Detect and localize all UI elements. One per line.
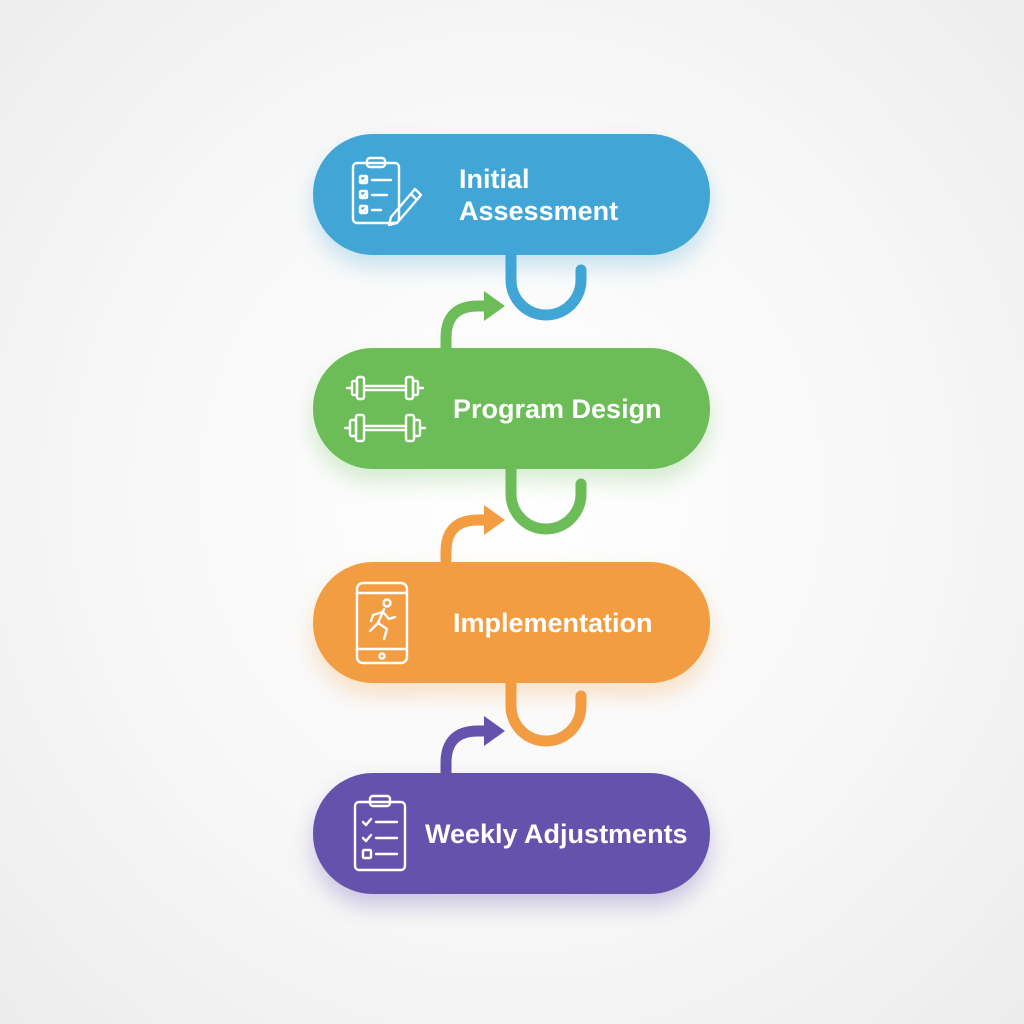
step-label: Program Design [453,393,662,424]
connector-1-hook [505,250,587,321]
step-label: Weekly Adjustments [425,818,688,849]
step-label: Implementation [453,607,653,638]
clipboard-pencil-icon [343,153,427,237]
connector-2-hook [505,463,587,535]
step-program-design: Program Design [313,348,710,469]
checklist-clipboard-icon [343,792,427,876]
connector-3-hook [505,677,587,747]
connector-3 [440,677,587,779]
step-initial-assessment: Initial Assessment [313,134,710,255]
connector-1 [440,250,587,354]
dumbbells-icon [343,367,427,451]
connector-2-arrow-line [440,514,494,568]
connector-2 [440,463,587,568]
connector-1-arrow-line [440,300,494,354]
connector-3-arrow-line [440,725,494,779]
step-weekly-adjustments: Weekly Adjustments [313,773,710,894]
phone-runner-icon [343,581,427,665]
step-label: Initial Assessment [459,163,619,226]
connector-1-arrow-head [484,291,505,321]
connector-2-arrow-head [484,505,505,535]
connector-3-arrow-head [484,716,505,746]
step-implementation: Implementation [313,562,710,683]
